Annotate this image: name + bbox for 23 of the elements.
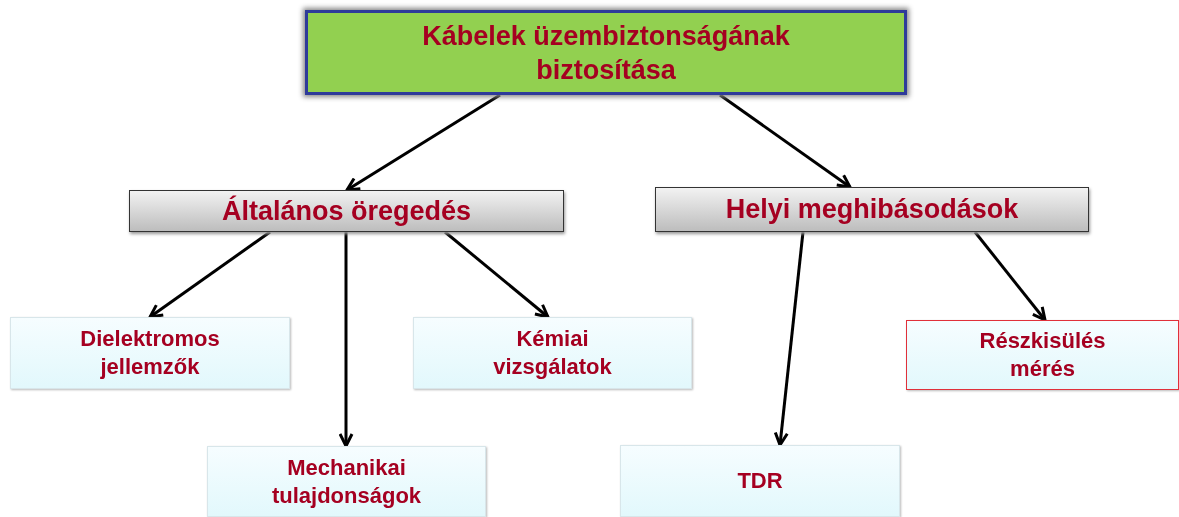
arrow (773, 231, 805, 447)
box-label: Kémiai vizsgálatok (492, 325, 613, 381)
arrow (719, 93, 852, 189)
box-label: Általános öregedés (220, 195, 473, 227)
box-label: Helyi meghibásodások (724, 194, 1020, 225)
box (207, 446, 486, 517)
box-label: Mechanikai tulajdonságok (270, 453, 423, 510)
arrow (345, 93, 501, 192)
arrow (338, 232, 354, 448)
arrow (973, 231, 1047, 322)
box (620, 445, 900, 517)
arrow (444, 230, 550, 319)
box-label: Részkisülés mérés (978, 327, 1107, 383)
box-label: Dielektromos jellemzők (79, 325, 221, 381)
box (10, 317, 290, 389)
box-label: TDR (736, 467, 784, 495)
box (655, 187, 1089, 232)
box (129, 190, 564, 232)
box (413, 317, 692, 389)
arrow (148, 230, 271, 319)
box (906, 320, 1179, 390)
box-label: Kábelek üzembiztonságának biztosítása (421, 19, 791, 87)
box (305, 10, 907, 95)
